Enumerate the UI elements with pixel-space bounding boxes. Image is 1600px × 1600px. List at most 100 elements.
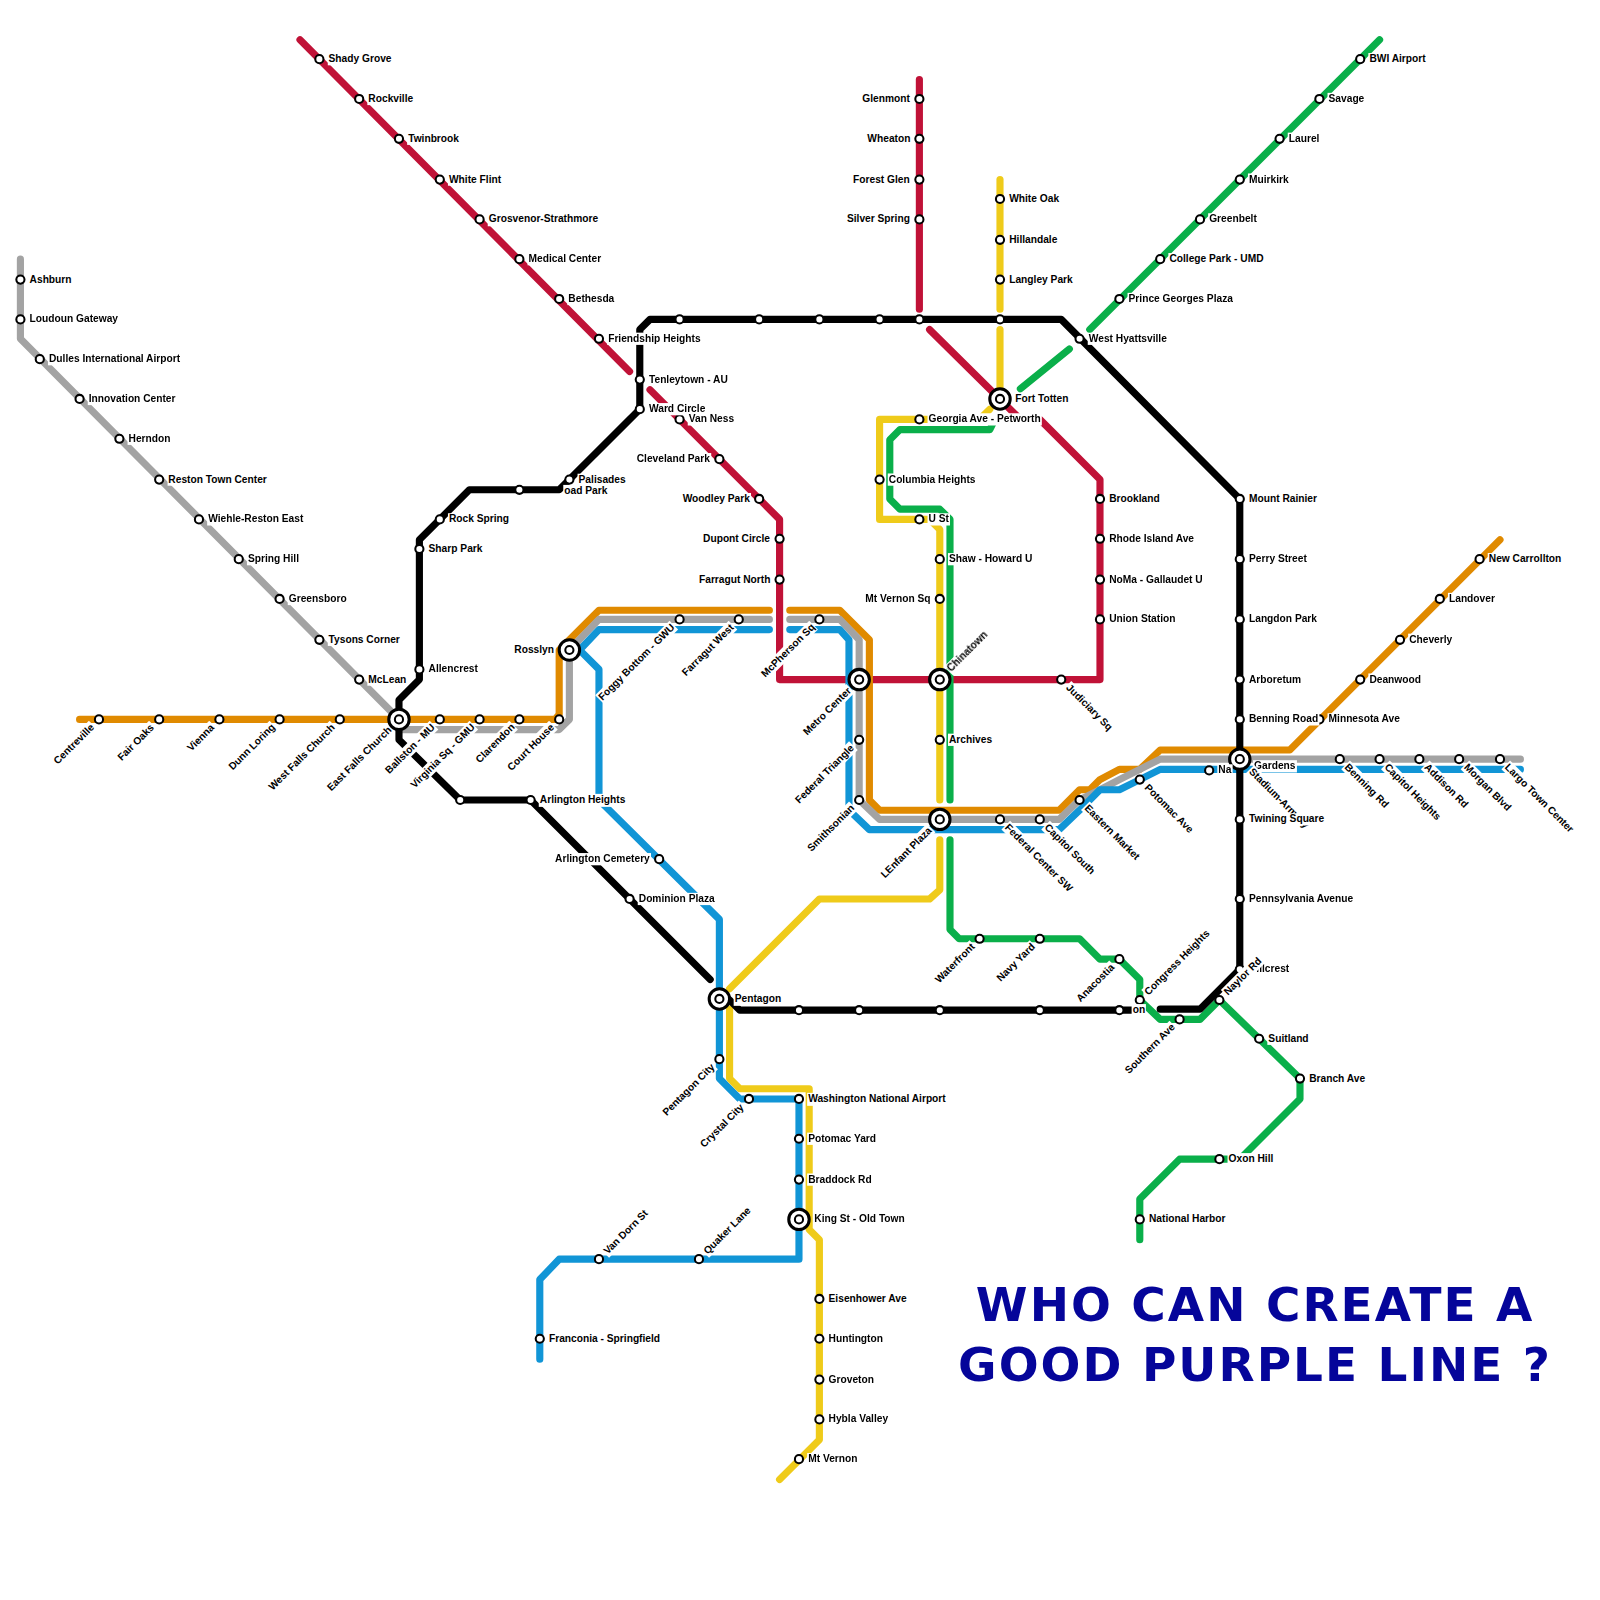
station-dot <box>1215 1155 1223 1163</box>
station-dot <box>1375 755 1383 763</box>
station-label: Twinbrook <box>407 133 460 145</box>
station-dot <box>715 455 723 463</box>
station-dot <box>626 895 634 903</box>
yellow-line <box>730 180 1000 1480</box>
station-dot <box>695 1255 703 1263</box>
station-dot <box>876 476 884 484</box>
station-dot <box>1396 636 1404 644</box>
station-label: Grosvenor-Strathmore <box>488 213 599 225</box>
station-label: Franconia - Springfield <box>548 1333 661 1345</box>
station-dot <box>1296 1074 1304 1082</box>
station-label: Arlington Heights <box>539 794 627 806</box>
station-label: Deanwood <box>1368 673 1422 685</box>
station-dot <box>355 95 363 103</box>
station-label: Southern Ave <box>1122 1021 1178 1077</box>
station-dot <box>936 736 944 744</box>
station-dot <box>915 176 923 184</box>
station-label: Smithsonian <box>804 801 857 854</box>
station-dot <box>315 55 323 63</box>
station-label: BWI Airport <box>1368 53 1426 65</box>
station-dot <box>115 435 123 443</box>
station-label: Cheverly <box>1408 634 1453 646</box>
station-label: Bethesda <box>567 293 615 305</box>
station-label: Tysons Corner <box>328 634 401 646</box>
station-label: Washington National Airport <box>807 1093 947 1105</box>
orange-line <box>80 540 1500 810</box>
station-label: Twining Square <box>1248 813 1325 825</box>
station-label: Woodley Park <box>682 493 751 505</box>
station-label: Greensboro <box>288 593 348 605</box>
station-label: Centreville <box>51 721 98 768</box>
station-label: Potomac Ave <box>1141 781 1196 836</box>
station-dot <box>1236 495 1244 503</box>
station-label: Groveton <box>828 1373 875 1385</box>
station-label: Fair Oaks <box>114 721 157 764</box>
station-dot <box>595 1255 603 1263</box>
station-dot <box>1236 676 1244 684</box>
station-label: Eastern Market <box>1081 801 1143 863</box>
station-dot <box>1475 555 1483 563</box>
station-dot <box>1076 335 1084 343</box>
station-dot <box>1115 955 1123 963</box>
station-label: Eisenhower Ave <box>828 1293 908 1305</box>
station-dot <box>595 335 603 343</box>
station-dot <box>936 555 944 563</box>
station-label: Arboretum <box>1248 673 1302 685</box>
station-dot <box>515 715 523 723</box>
station-label: NoMa - Gallaudet U <box>1108 573 1204 585</box>
station-label: Medical Center <box>528 253 603 265</box>
station-dot <box>1336 755 1344 763</box>
station-label: Dunn Loring <box>225 721 278 774</box>
station-label: Judiciary Sq <box>1063 681 1116 734</box>
station-label: Glenmont <box>861 93 911 105</box>
silver-line <box>20 259 1520 819</box>
green-line <box>890 40 1380 1240</box>
station-dot <box>636 376 644 384</box>
station-label: Mount Rainier <box>1248 493 1318 505</box>
station-dot <box>1255 1035 1263 1043</box>
station-label: Landover <box>1448 593 1496 605</box>
station-dot <box>415 665 423 673</box>
station-label: King St - Old Town <box>813 1213 906 1225</box>
station-label: Rosslyn <box>513 644 555 656</box>
station-dot <box>1276 135 1284 143</box>
station-dot <box>915 215 923 223</box>
station-dot <box>715 1055 723 1063</box>
station-dot <box>636 405 644 413</box>
station-dot <box>915 515 923 523</box>
station-label: Ashburn <box>29 273 73 285</box>
map-title: WHO CAN CREATE A GOOD PURPLE LINE ? <box>923 1276 1586 1394</box>
station-dot <box>336 715 344 723</box>
station-label: Reston Town Center <box>167 473 267 485</box>
station-label: Silver Spring <box>846 213 911 225</box>
station-dot <box>815 615 823 623</box>
station-label: Muirkirk <box>1248 173 1290 185</box>
station-dot <box>1455 755 1463 763</box>
station-dot <box>95 715 103 723</box>
station-label: Loudoun Gateway <box>29 313 119 325</box>
station-dot <box>745 1095 753 1103</box>
station-dot <box>1356 676 1364 684</box>
station-dot <box>755 495 763 503</box>
station-label: Hybla Valley <box>828 1413 890 1425</box>
station-dot <box>555 715 563 723</box>
station-label: Prince Georges Plaza <box>1128 293 1234 305</box>
station-label: Allencrest <box>428 663 479 675</box>
station-dot <box>815 1335 823 1343</box>
station-dot <box>215 715 223 723</box>
station-label: Rock Spring <box>448 513 510 525</box>
station-dot <box>795 1135 803 1143</box>
station-label: Greenbelt <box>1208 213 1258 225</box>
station-dot <box>1496 755 1504 763</box>
station-label: Potomac Yard <box>807 1133 877 1145</box>
station-label: Vienna <box>184 721 218 755</box>
station-dot <box>1096 495 1104 503</box>
station-dot <box>1115 1006 1123 1014</box>
station-dot <box>815 1375 823 1383</box>
station-dot <box>1236 815 1244 823</box>
station-dot <box>415 545 423 553</box>
station-label: Dulles International Airport <box>48 353 181 365</box>
station-label: Anacostia <box>1073 961 1118 1006</box>
station-label: on <box>1132 1004 1147 1016</box>
station-dot <box>1096 615 1104 623</box>
